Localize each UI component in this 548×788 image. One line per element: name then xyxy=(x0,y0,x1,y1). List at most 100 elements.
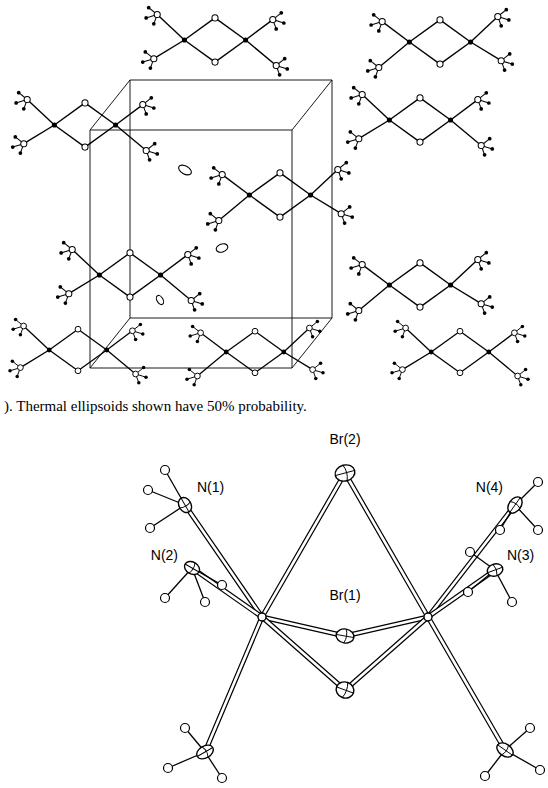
nitrogen-atom xyxy=(24,96,30,102)
bond xyxy=(280,195,311,217)
bond xyxy=(184,40,215,62)
hydrogen-atom xyxy=(348,302,352,306)
unit-cell-edge xyxy=(130,80,131,318)
dimer-molecule xyxy=(390,320,530,387)
hydrogen-atom xyxy=(196,340,200,344)
bond xyxy=(311,170,338,196)
hydrogen-atom xyxy=(14,318,18,322)
hydrogen-atom xyxy=(510,62,514,66)
bond xyxy=(359,285,390,311)
hydrogen-atom xyxy=(396,320,400,324)
hydrogen-atom xyxy=(343,221,347,225)
bromine-atom xyxy=(457,370,463,376)
metal-ligand-bond xyxy=(192,568,262,617)
hydrogen-atom xyxy=(15,375,19,379)
hydrogen-atom xyxy=(346,140,350,144)
dimer-molecule xyxy=(346,86,494,157)
bond xyxy=(284,352,313,370)
nitrogen-atom xyxy=(69,246,75,252)
bond xyxy=(249,173,280,195)
hydrogen-atom xyxy=(352,256,356,260)
hydrogen-atom xyxy=(526,724,535,733)
nitrogen-atom xyxy=(194,742,216,761)
hydrogen-atom xyxy=(283,57,287,61)
hydrogen-atom xyxy=(366,69,370,73)
principal-axis xyxy=(344,629,348,643)
bond xyxy=(311,195,342,214)
bond xyxy=(24,125,55,144)
bromine-atom xyxy=(335,628,355,645)
hydrogen-atom xyxy=(67,257,71,261)
metal-ligand-bond xyxy=(185,505,262,617)
hydrogen-atom xyxy=(314,377,318,381)
bond xyxy=(389,98,420,120)
hydrogen-atom xyxy=(212,166,216,170)
nitrogen-atom xyxy=(195,373,201,379)
hydrogen-atom xyxy=(526,377,530,381)
bond xyxy=(116,125,147,151)
hydrogen-atom xyxy=(191,325,195,329)
bond xyxy=(24,326,50,350)
bond xyxy=(402,352,431,370)
nitrogen-atom xyxy=(133,371,139,377)
nitrogen-atom xyxy=(400,367,406,373)
nitrogen-atom xyxy=(219,172,225,178)
metal-atom xyxy=(104,348,109,353)
hydrogen-atom xyxy=(56,295,60,299)
bromine-atom xyxy=(252,370,258,376)
bond xyxy=(382,22,409,42)
principal-axis xyxy=(343,465,349,481)
bond xyxy=(451,100,478,120)
hydrogen-atom xyxy=(357,272,361,276)
hydrogen-atom xyxy=(218,581,227,590)
hydrogen-atom xyxy=(479,267,483,271)
hydrogen-atom xyxy=(348,130,352,134)
bond xyxy=(451,120,482,146)
metal-atom xyxy=(247,192,252,197)
nitrogen-atom xyxy=(154,11,160,17)
bond xyxy=(489,333,515,352)
nitrogen-atom xyxy=(475,97,481,103)
hydrogen-atom xyxy=(58,285,62,289)
thermal-ellipsoid xyxy=(494,740,516,760)
hydrogen-atom xyxy=(144,112,148,116)
hydrogen-atom xyxy=(374,75,378,79)
atom-label: N(2) xyxy=(151,548,178,563)
hydrogen-atom xyxy=(344,161,348,165)
metal-ligand-bond xyxy=(428,570,495,617)
hydrogen-atom xyxy=(144,16,148,20)
principal-axis xyxy=(502,745,510,756)
bond xyxy=(249,195,280,217)
hydrogen-atom xyxy=(397,377,401,381)
hydrogen-atom xyxy=(161,594,170,603)
metal-atom xyxy=(113,122,118,127)
hydrogen-atom xyxy=(17,91,21,95)
hydrogen-atom xyxy=(209,176,213,180)
figure-caption: ). Thermal ellipsoids shown have 50% pro… xyxy=(4,398,307,415)
hydrogen-atom xyxy=(217,182,221,186)
hydrogen-atom xyxy=(149,66,153,70)
bond xyxy=(471,17,498,43)
bond xyxy=(69,275,100,294)
metal-atom xyxy=(424,613,432,621)
hydrogen-atom xyxy=(146,524,155,533)
nitrogen-atom xyxy=(356,136,362,142)
nitrogen-atom xyxy=(512,330,518,336)
hydrogen-atom xyxy=(534,478,543,487)
nitrogen-atom xyxy=(478,142,484,148)
metal-ligand-bond xyxy=(185,505,262,617)
metal-atom xyxy=(47,348,52,353)
bond xyxy=(78,350,107,371)
bond xyxy=(157,14,184,40)
hydrogen-atom xyxy=(349,96,353,100)
thermal-ellipsoid xyxy=(485,562,504,579)
hydrogen-atom xyxy=(499,24,503,28)
hydrogen-atom xyxy=(188,368,192,372)
bond xyxy=(20,350,49,368)
hydrogen-atom xyxy=(321,371,325,375)
hydrogen-atom xyxy=(508,52,512,56)
unit-cell-edge xyxy=(90,130,91,368)
hydrogen-atom xyxy=(354,146,358,150)
hydrogen-atom xyxy=(197,256,201,260)
principal-axis xyxy=(335,470,354,475)
